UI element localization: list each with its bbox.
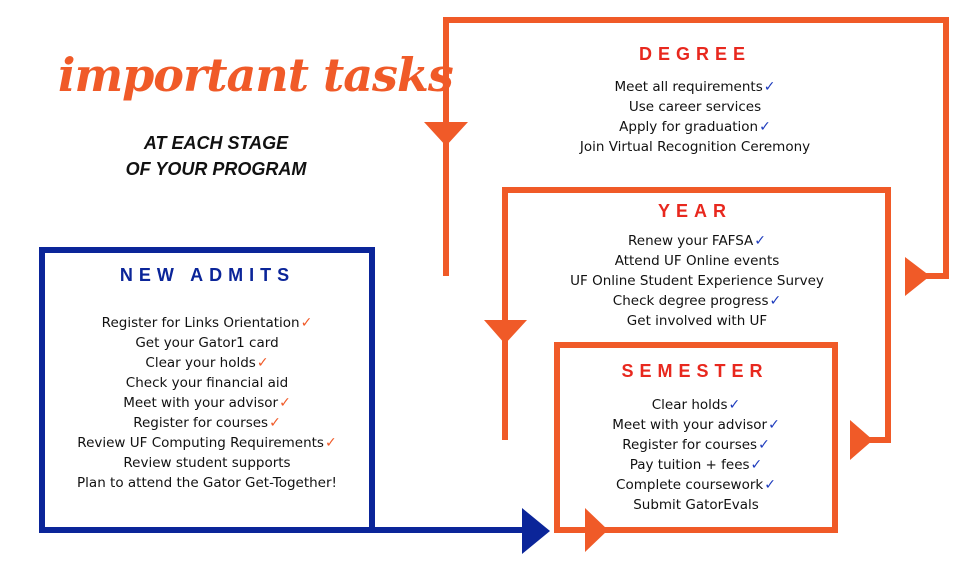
- headline: important tasks: [58, 48, 454, 102]
- task-label: Meet with your advisor: [123, 395, 279, 411]
- new-admits-title: NEW ADMITS: [119, 265, 296, 285]
- new-admits-task-item: Get your Gator1 card: [52, 333, 362, 353]
- checkmark-icon: ✓: [759, 119, 771, 135]
- semester-right-arrow: [585, 508, 608, 552]
- semester-task-item: Submit GatorEvals: [566, 495, 826, 515]
- task-label: Apply for graduation: [619, 119, 759, 135]
- degree-task-item: Apply for graduation✓: [540, 117, 850, 137]
- semester-task-item: Clear holds✓: [566, 395, 826, 415]
- new-admits-task-item: Register for courses✓: [52, 413, 362, 433]
- degree-task-list: Meet all requirements✓Use career service…: [540, 77, 850, 157]
- year-title: YEAR: [657, 201, 732, 221]
- degree-task-item: Join Virtual Recognition Ceremony: [540, 137, 850, 157]
- degree-down-arrow: [424, 122, 468, 146]
- new-admits-arrow: [522, 508, 550, 554]
- task-label: Meet all requirements: [614, 79, 763, 95]
- task-label: Register for courses: [133, 415, 269, 431]
- checkmark-icon: ✓: [324, 435, 337, 451]
- checkmark-icon: ✓: [758, 437, 770, 453]
- year-down-arrow: [484, 320, 527, 344]
- year-loop: [502, 187, 891, 443]
- task-label: Register for Links Orientation: [101, 315, 300, 331]
- year-task-item: Renew your FAFSA✓: [532, 231, 862, 251]
- checkmark-icon: ✓: [768, 417, 780, 433]
- subheadline-line-1: AT EACH STAGE: [143, 133, 289, 153]
- degree-title: DEGREE: [638, 44, 752, 64]
- degree-task-item: Meet all requirements✓: [540, 77, 850, 97]
- year-task-list: Renew your FAFSA✓Attend UF Online events…: [532, 231, 862, 331]
- degree-right-arrow: [905, 257, 930, 296]
- checkmark-icon: ✓: [750, 457, 763, 473]
- degree-task-item: Use career services: [540, 97, 850, 117]
- task-label: Attend UF Online events: [614, 253, 780, 269]
- year-task-item: UF Online Student Experience Survey: [532, 271, 862, 291]
- new-admits-task-list: Register for Links Orientation✓Get your …: [52, 313, 362, 493]
- task-label: Use career services: [628, 99, 762, 115]
- new-admits-task-item: Clear your holds✓: [52, 353, 362, 373]
- semester-task-item: Complete coursework✓: [566, 475, 826, 495]
- task-label: Join Virtual Recognition Ceremony: [579, 139, 811, 155]
- new-admits-task-item: Plan to attend the Gator Get-Together!: [52, 473, 362, 493]
- degree-loop: [443, 17, 949, 279]
- checkmark-icon: ✓: [279, 395, 291, 411]
- checkmark-icon: ✓: [764, 477, 776, 493]
- subheadline: AT EACH STAGE OF YOUR PROGRAM: [106, 130, 326, 182]
- task-label: Get your Gator1 card: [135, 335, 279, 351]
- year-task-item: Check degree progress✓: [532, 291, 862, 311]
- new-admits-task-item: Review UF Computing Requirements✓: [52, 433, 362, 453]
- semester-task-item: Register for courses✓: [566, 435, 826, 455]
- checkmark-icon: ✓: [728, 397, 741, 413]
- task-label: Meet with your advisor: [612, 417, 768, 433]
- semester-box: [554, 342, 838, 533]
- new-admits-box: [39, 247, 522, 533]
- new-admits-task-item: Check your financial aid: [52, 373, 362, 393]
- task-label: Review student supports: [123, 455, 291, 471]
- new-admits-task-item: Register for Links Orientation✓: [52, 313, 362, 333]
- task-label: Renew your FAFSA: [628, 233, 754, 249]
- year-right-arrow: [850, 420, 873, 460]
- semester-title: SEMESTER: [621, 361, 769, 381]
- task-label: Get involved with UF: [626, 313, 768, 329]
- task-label: Submit GatorEvals: [633, 497, 759, 513]
- checkmark-icon: ✓: [269, 415, 281, 431]
- checkmark-icon: ✓: [763, 79, 776, 95]
- year-task-item: Get involved with UF: [532, 311, 862, 331]
- task-label: UF Online Student Experience Survey: [570, 273, 824, 289]
- task-label: Clear holds: [651, 397, 728, 413]
- semester-task-item: Meet with your advisor✓: [566, 415, 826, 435]
- semester-task-item: Pay tuition + fees✓: [566, 455, 826, 475]
- task-label: Clear your holds: [145, 355, 256, 371]
- checkmark-icon: ✓: [300, 315, 313, 331]
- checkmark-icon: ✓: [754, 233, 766, 249]
- year-task-item: Attend UF Online events: [532, 251, 862, 271]
- new-admits-task-item: Review student supports: [52, 453, 362, 473]
- task-label: Pay tuition + fees: [629, 457, 750, 473]
- task-label: Review UF Computing Requirements: [77, 435, 324, 451]
- task-label: Register for courses: [622, 437, 758, 453]
- task-label: Check your financial aid: [125, 375, 289, 391]
- subheadline-line-2: OF YOUR PROGRAM: [125, 159, 307, 179]
- checkmark-icon: ✓: [256, 355, 269, 371]
- task-label: Complete coursework: [616, 477, 764, 493]
- task-label: Check degree progress: [612, 293, 769, 309]
- semester-task-list: Clear holds✓Meet with your advisor✓Regis…: [566, 395, 826, 515]
- task-label: Plan to attend the Gator Get-Together!: [77, 475, 337, 491]
- new-admits-task-item: Meet with your advisor✓: [52, 393, 362, 413]
- checkmark-icon: ✓: [769, 293, 782, 309]
